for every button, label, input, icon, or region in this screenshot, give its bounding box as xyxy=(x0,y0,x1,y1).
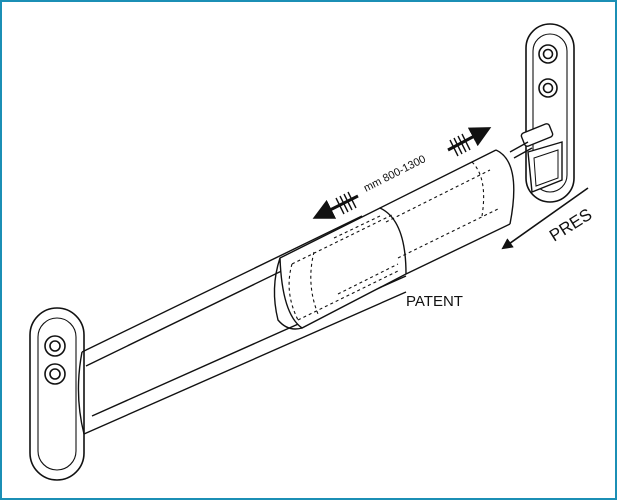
left-screw-hole-top xyxy=(44,335,66,357)
right-screw-hole-bottom xyxy=(538,78,558,98)
press-arrow xyxy=(501,187,589,250)
right-screw-hole-top xyxy=(538,44,558,64)
inner-tube xyxy=(379,149,515,275)
left-wall-bracket xyxy=(29,307,85,481)
patent-label: PATENT xyxy=(406,293,463,310)
sleeve-hidden-lines xyxy=(288,213,401,321)
inner-tube-hidden-lines xyxy=(333,161,501,295)
spring-coupling xyxy=(509,123,563,193)
range-arrow-left xyxy=(312,191,359,219)
range-arrow-right xyxy=(447,127,492,157)
press-label: PRES xyxy=(546,205,595,246)
left-screw-hole-bottom xyxy=(44,363,66,385)
